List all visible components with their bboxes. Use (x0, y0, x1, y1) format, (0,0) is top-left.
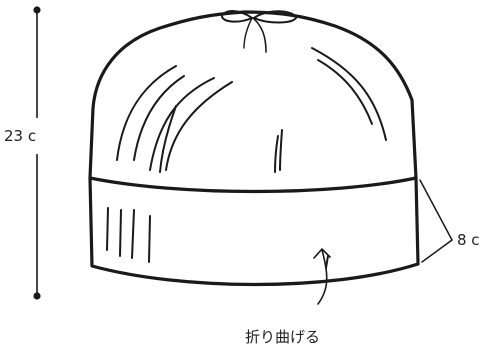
height-endpoint-top (33, 6, 41, 14)
crown-fold-lines (116, 47, 387, 173)
brim-bracket-top (419, 179, 453, 241)
gather-strand (252, 17, 267, 53)
gathered-top (220, 10, 298, 53)
brim-dimension (419, 179, 453, 263)
bow-right-loop (253, 10, 298, 24)
height-dimension (33, 6, 41, 300)
gather-strand (243, 17, 253, 49)
brim-dimension-label: 8 c (457, 231, 480, 249)
brim-fold-lines (106, 207, 329, 269)
fold-arrow (313, 248, 331, 305)
brim-bracket-bottom (421, 239, 453, 263)
fold-instruction-label: 折り曲げる (245, 328, 321, 346)
fold-arrow-curve (317, 249, 328, 305)
height-dimension-label: 23 c (4, 127, 37, 145)
bow-left-loop (220, 10, 253, 23)
fold-arrow-head (313, 248, 331, 259)
hat-brim (88, 176, 420, 287)
hat-crown-outline (88, 10, 418, 180)
height-endpoint-bottom (33, 292, 41, 300)
